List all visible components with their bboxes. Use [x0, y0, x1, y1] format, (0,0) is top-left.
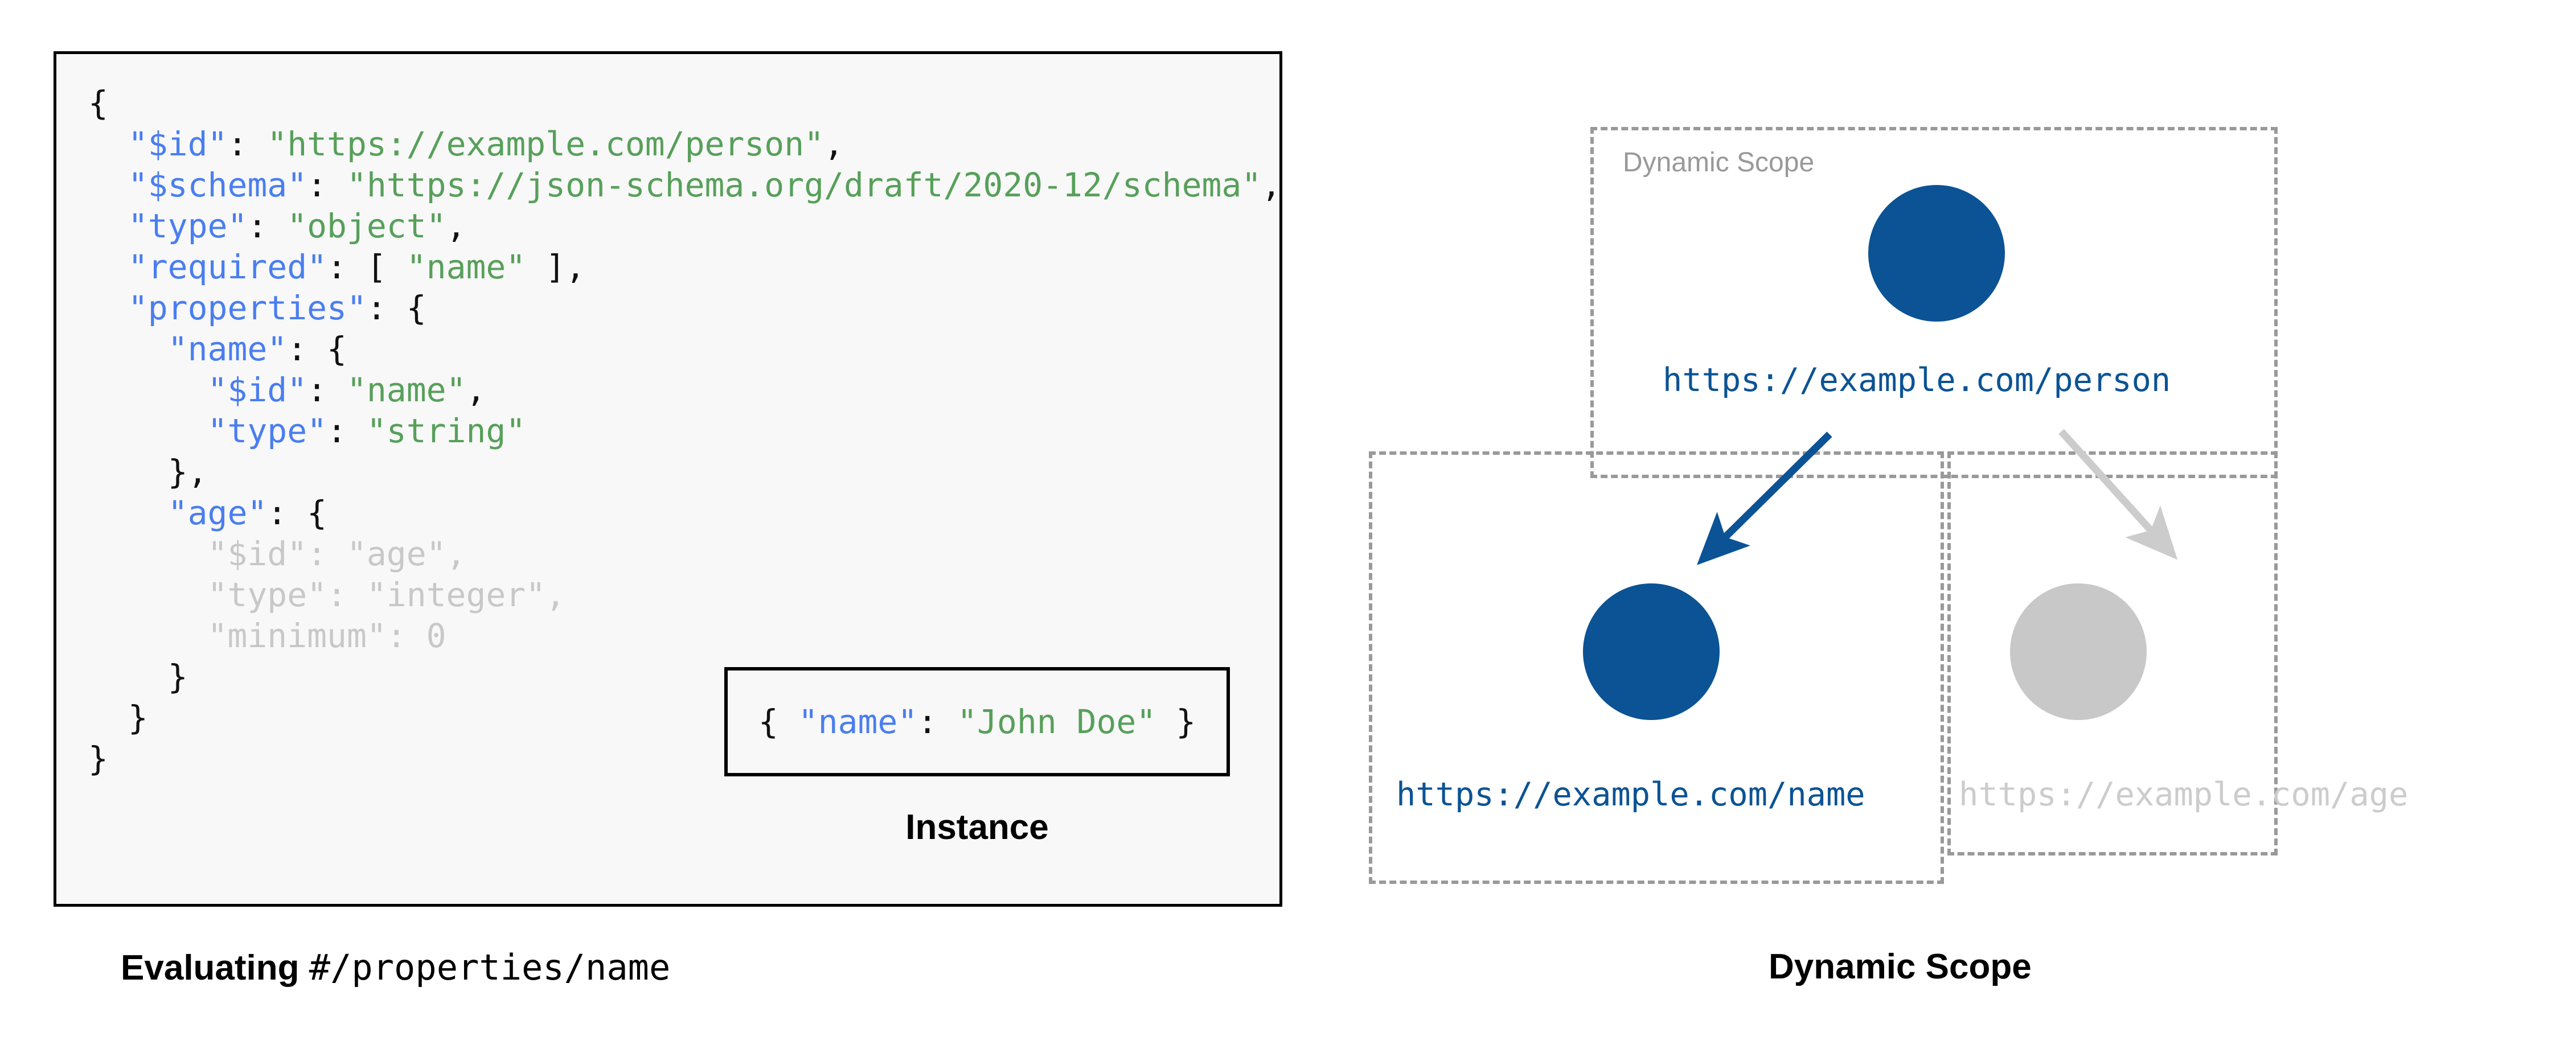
json-value-required: "name" — [406, 248, 526, 286]
json-value-age-id: "age" — [346, 534, 446, 573]
json-key-required: "required" — [128, 248, 327, 286]
evaluating-caption-pointer: #/properties/name — [309, 947, 671, 988]
json-key-properties: "properties" — [128, 289, 367, 327]
json-value-type: "object" — [287, 207, 446, 245]
evaluating-caption-bold: Evaluating — [121, 948, 309, 988]
json-key-age-minimum: "minimum" — [207, 616, 387, 655]
json-value-name-id: "name" — [346, 371, 466, 409]
schema-code-block: { "$id": "https://example.com/person", "… — [88, 84, 1282, 778]
node-circle-name — [1583, 583, 1720, 720]
json-key-age-type: "type" — [207, 575, 327, 614]
dynamic-scope-caption: Dynamic Scope — [1769, 947, 2032, 986]
node-label-person: https://example.com/person — [1663, 361, 2171, 399]
json-key-name: "name" — [167, 330, 288, 368]
node-label-age: https://example.com/age — [1959, 776, 2409, 813]
instance-value: "John Doe" — [957, 702, 1156, 741]
instance-key: "name" — [798, 702, 918, 741]
scope-box-label: Dynamic Scope — [1623, 147, 1815, 178]
json-key-age: "age" — [167, 493, 268, 532]
instance-code: { "name": "John Doe" } — [758, 702, 1196, 741]
scope-box-name — [1369, 451, 1944, 884]
schema-panel: { "$id": "https://example.com/person", "… — [54, 51, 1282, 907]
instance-box: { "name": "John Doe" } — [724, 667, 1230, 776]
scope-box-root — [1590, 127, 2278, 478]
json-key-type: "type" — [128, 207, 248, 245]
json-value-age-minimum: 0 — [426, 616, 446, 655]
json-key-name-type: "type" — [207, 412, 327, 450]
json-value-id: "https://example.com/person" — [267, 125, 825, 163]
json-key-id: "$id" — [128, 125, 228, 163]
node-circle-age — [2010, 583, 2147, 720]
json-key-age-id: "$id" — [207, 534, 307, 573]
node-circle-person — [1868, 185, 2005, 322]
json-key-name-id: "$id" — [207, 371, 307, 409]
evaluating-caption: Evaluating #/properties/name — [121, 947, 670, 988]
node-label-name: https://example.com/name — [1396, 776, 1865, 813]
dynamic-scope-diagram: Dynamic Scope https://example.com/person… — [1355, 102, 2562, 911]
json-value-schema: "https://json-schema.org/draft/2020-12/s… — [346, 166, 1262, 204]
json-value-age-type: "integer" — [366, 575, 546, 614]
json-value-name-type: "string" — [366, 412, 526, 450]
instance-caption: Instance — [905, 808, 1049, 847]
json-key-schema: "$schema" — [128, 166, 307, 204]
